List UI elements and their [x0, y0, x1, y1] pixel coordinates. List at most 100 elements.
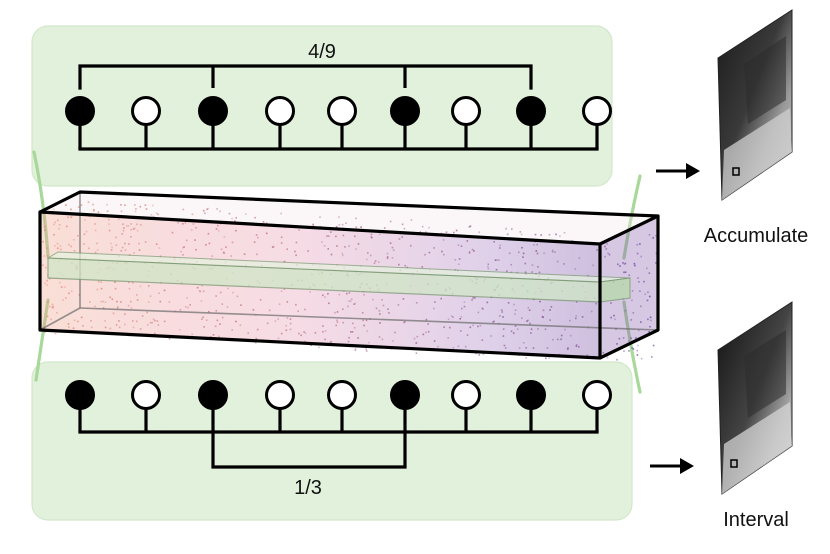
event-point [640, 357, 643, 360]
event-point [135, 208, 137, 210]
event-point [392, 340, 394, 342]
event-point [93, 209, 95, 211]
event-point [373, 262, 376, 264]
event-point [184, 222, 187, 224]
event-point [46, 247, 48, 249]
event-point [220, 248, 223, 251]
event-point [537, 266, 539, 268]
event-point [330, 253, 333, 256]
bottom-event-sequence [65, 380, 612, 432]
event-point [346, 292, 348, 295]
interval-frame-ground [722, 402, 792, 494]
event-point [280, 332, 283, 335]
event-point [43, 225, 46, 228]
event-point [122, 223, 124, 225]
event-point [535, 250, 538, 252]
event-point [97, 211, 100, 213]
event-point [57, 219, 59, 222]
event-point [403, 321, 405, 324]
event-point [461, 307, 463, 310]
event-point [215, 310, 218, 312]
event-point [128, 243, 130, 245]
event-point [536, 243, 538, 246]
event-point [365, 350, 368, 352]
event-point [150, 213, 153, 216]
event-point [324, 330, 327, 332]
event-point [536, 252, 539, 255]
event-point [624, 262, 627, 265]
event-point [68, 292, 70, 295]
event-point [472, 297, 474, 299]
interval-arrow-head [680, 458, 694, 474]
event-point [619, 265, 621, 267]
event-point [130, 307, 133, 309]
event-point [235, 229, 237, 232]
bottom-event-active [516, 380, 546, 410]
event-point [266, 322, 269, 325]
event-point [647, 318, 649, 321]
event-point [649, 316, 652, 319]
bottom-event-active [65, 380, 95, 410]
event-point [513, 303, 515, 306]
event-point [527, 306, 530, 309]
event-point [342, 234, 345, 237]
event-point [272, 245, 275, 248]
event-point [310, 344, 312, 346]
event-point [123, 227, 125, 229]
event-point [510, 330, 513, 333]
event-point [128, 281, 130, 284]
event-point [638, 281, 640, 283]
event-point [130, 300, 132, 303]
event-point [96, 242, 98, 245]
event-point [622, 337, 625, 339]
event-point [182, 223, 184, 225]
event-point [529, 322, 531, 325]
event-point [257, 236, 259, 239]
event-point [294, 250, 296, 253]
event-point [394, 331, 396, 334]
event-point [607, 252, 609, 255]
event-point [365, 319, 368, 322]
event-point [83, 243, 85, 245]
event-point [83, 233, 86, 235]
event-point [255, 337, 258, 340]
event-point [289, 328, 292, 331]
event-point [186, 297, 188, 299]
event-point [133, 252, 135, 254]
event-point [327, 235, 330, 237]
event-point [360, 226, 362, 228]
event-point [159, 300, 162, 303]
event-point [352, 322, 354, 325]
event-point [47, 301, 49, 303]
event-point [177, 221, 179, 224]
event-point [133, 227, 136, 230]
event-point [433, 247, 435, 249]
event-point [94, 229, 97, 232]
event-point [351, 331, 354, 333]
event-point [45, 266, 47, 269]
event-point [179, 329, 181, 331]
accumulate-frame-ground [722, 108, 792, 200]
event-point [53, 234, 55, 236]
event-point [492, 321, 495, 323]
event-point [460, 245, 463, 247]
event-point [209, 336, 212, 338]
event-point [563, 232, 566, 234]
interval-frame-marker [730, 459, 738, 468]
event-point [85, 230, 88, 233]
event-point [62, 299, 64, 301]
event-point [72, 327, 75, 329]
event-point [530, 328, 533, 330]
event-point [502, 316, 504, 318]
event-point [46, 255, 49, 257]
event-point [253, 241, 256, 243]
event-point [348, 292, 351, 294]
event-point [355, 217, 357, 220]
event-point [503, 344, 506, 347]
top-event-inactive [265, 96, 295, 126]
event-point [633, 262, 636, 265]
event-point [70, 245, 72, 248]
event-point [398, 263, 400, 266]
event-point [347, 305, 349, 308]
